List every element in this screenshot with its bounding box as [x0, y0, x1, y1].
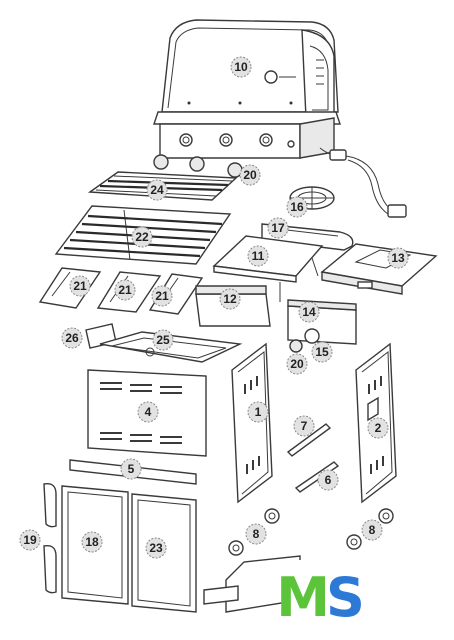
callout-20a: 20	[239, 164, 261, 186]
callout-15-label: 15	[315, 345, 329, 359]
callout-2: 2	[367, 417, 389, 439]
callout-22: 22	[131, 226, 153, 248]
callout-18: 18	[81, 531, 103, 553]
callout-12: 12	[219, 288, 241, 310]
callout-20b: 20	[286, 353, 308, 375]
callout-8a: 8	[245, 523, 267, 545]
callout-5-label: 5	[128, 462, 135, 476]
callout-19: 19	[19, 529, 41, 551]
callout-14-label: 14	[302, 305, 316, 319]
callout-16: 16	[286, 196, 308, 218]
cross-braces	[286, 423, 340, 493]
callout-23: 23	[145, 537, 167, 559]
left-cart-panel	[231, 342, 273, 504]
callout-21a-label: 21	[73, 279, 87, 293]
door-handles	[43, 483, 57, 594]
callout-7-label: 7	[301, 419, 308, 433]
casters	[228, 508, 394, 556]
callout-11-label: 11	[252, 249, 265, 263]
callout-21a: 21	[69, 275, 91, 297]
callout-1: 1	[247, 401, 269, 423]
logo-letter-m: M	[276, 566, 330, 629]
side-burner-knob	[289, 328, 320, 353]
igniter-wire	[319, 147, 407, 218]
callout-24: 24	[146, 179, 168, 201]
callout-4-label: 4	[145, 405, 152, 419]
callout-26-label: 26	[65, 331, 79, 345]
callout-18-label: 18	[85, 535, 99, 549]
callout-8b-label: 8	[369, 523, 376, 537]
callout-2-label: 2	[375, 421, 382, 435]
callout-10: 10	[230, 56, 252, 78]
callout-7: 7	[293, 415, 315, 437]
callout-8a-label: 8	[253, 527, 260, 541]
callout-20b-label: 20	[290, 357, 304, 371]
callout-17: 17	[267, 217, 289, 239]
callout-20a-label: 20	[243, 168, 257, 182]
callout-1-label: 1	[255, 405, 262, 419]
callout-21c-label: 21	[155, 289, 169, 303]
callout-5: 5	[120, 458, 142, 480]
callout-24-label: 24	[150, 183, 164, 197]
callout-17-label: 17	[271, 221, 285, 235]
ms-logo: M S	[276, 560, 386, 630]
callout-23-label: 23	[149, 541, 163, 555]
callout-6-label: 6	[325, 473, 332, 487]
callout-21c: 21	[151, 285, 173, 307]
bottom-shelf	[203, 555, 301, 613]
callout-14: 14	[298, 301, 320, 323]
callout-22-label: 22	[135, 230, 149, 244]
callout-10-label: 10	[234, 60, 248, 74]
callout-8b: 8	[361, 519, 383, 541]
callout-13: 13	[387, 247, 409, 269]
callout-25: 25	[152, 329, 174, 351]
lid-firebox	[153, 19, 341, 159]
callout-13-label: 13	[391, 251, 405, 265]
right-side-shelf	[320, 243, 438, 295]
control-knobs	[153, 154, 243, 178]
callout-26: 26	[61, 327, 83, 349]
callout-21b-label: 21	[118, 283, 132, 297]
callout-25-label: 25	[156, 333, 170, 347]
callout-6: 6	[317, 469, 339, 491]
callout-16-label: 16	[290, 200, 304, 214]
side-burner-housing	[287, 299, 357, 345]
callout-21b: 21	[114, 279, 136, 301]
callout-15: 15	[311, 341, 333, 363]
callout-11: 11	[247, 245, 269, 267]
callout-4: 4	[137, 401, 159, 423]
callout-19-label: 19	[23, 533, 37, 547]
logo-letter-s: S	[326, 566, 365, 629]
callout-12-label: 12	[223, 292, 237, 306]
